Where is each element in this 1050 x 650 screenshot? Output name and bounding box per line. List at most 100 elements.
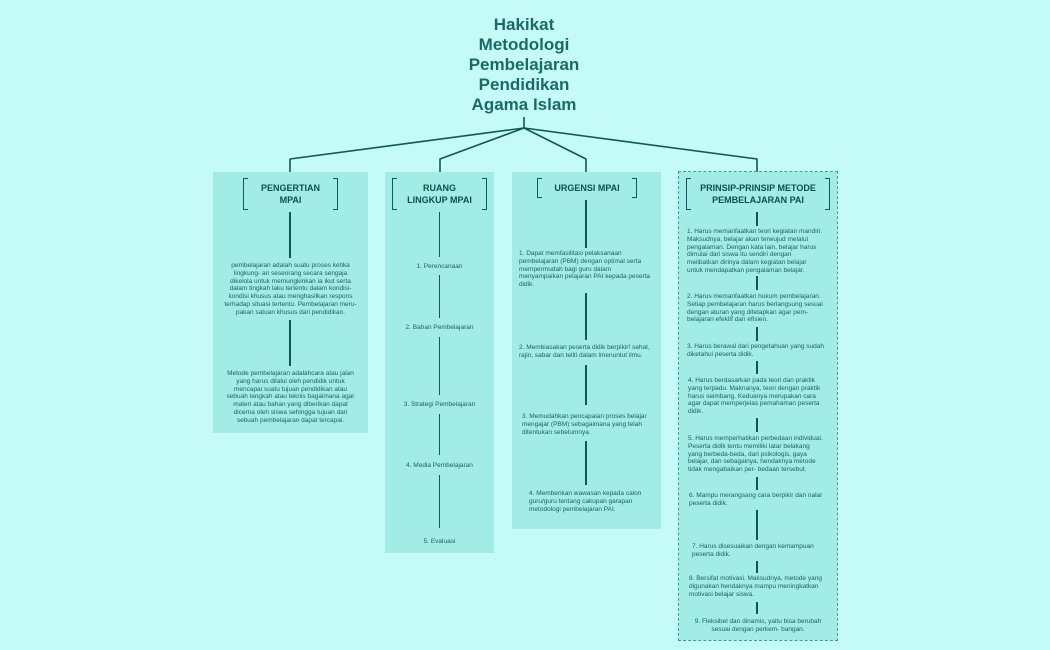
text-line: yang berbeda-beda, dari psikologis, gaya: [688, 450, 807, 458]
text-line: pengalaman. Dengan kata lain, belajar ha…: [687, 243, 817, 251]
text-line: yang terpadu. Maknanya, teori dengan pra…: [688, 384, 821, 392]
text-line: Peserta didik tentu memiliki latar belak…: [688, 442, 810, 450]
text-line: harus seimbang. Keduanya merupakan cara: [688, 392, 816, 400]
text-line: 1. Harus memanfaatkan teori kegiatan man…: [687, 228, 823, 235]
text-line: 3. Harus berawal dari pengetahuan yang s…: [687, 343, 824, 350]
prinsip-item-7: 7. Harus disesuaikan dengan kemampuan pe…: [692, 543, 814, 559]
text-line: dimulai dari siswa itu sendiri dengan: [687, 251, 792, 259]
text-line: dalam tingkah laku tertentu dalam kondis…: [229, 285, 352, 293]
prinsip-item-9: 9. Fleksibel dan dinamis, yaitu bisa ber…: [679, 618, 837, 634]
pengertian-item-2: Metode pembelajaran adalahcara atau jala…: [213, 370, 368, 425]
connector-line: [756, 477, 758, 490]
text-line: sesuai dengan perkem- bangan.: [711, 625, 805, 633]
text-line: menyampaikan pelajaran PAI kepada pesert…: [519, 273, 651, 281]
connector-to-urgensi: [523, 127, 587, 172]
text-line: pembelajaran (PBM) dengan optimal serta: [519, 257, 642, 265]
text-line: Maksudnya, belajar akan terwujud melalui: [687, 235, 809, 243]
text-line: 2. Bahan Pembelajaran: [405, 324, 474, 331]
title-line: Pendidikan: [478, 75, 570, 94]
text-line: guru/guru tentang cakupan garapan: [529, 497, 633, 505]
text-line: yang harus dilalui oleh pendidik untuk: [236, 377, 345, 385]
panel-urgensi-mpai: URGENSI MPAI 1. Dapat memfasilitasi pela…: [512, 172, 661, 529]
urgensi-item-1: 1. Dapat memfasilitasi pelaksanaan pembe…: [519, 250, 650, 289]
text-line: 1. Dapat memfasilitasi pelaksanaan: [519, 250, 622, 257]
text-line: materi atau bahan yang diberikan dapat: [233, 401, 348, 409]
prinsip-item-4: 4. Harus berdasarkan pada teori dan prak…: [688, 377, 820, 416]
panel-pengertian-mpai: PENGERTIAN MPAI pembelajaran adalah suat…: [213, 172, 368, 433]
text-line: melibatkan dirinya dalam kegiatan belaja…: [687, 259, 807, 267]
ruang-lingkup-item-4: 4. Media Pembelajaran: [385, 462, 494, 470]
text-line: lingkung- an seseorang secara sengaja: [233, 269, 348, 277]
connector-line: [438, 475, 441, 528]
title-line: Hakikat: [493, 15, 555, 34]
text-line: 4. Harus berdasarkan pada teori dan prak…: [688, 377, 815, 384]
text-line: 3. Memudahkan pencapaian proses belajar: [522, 413, 647, 420]
text-line: 2. Membiasakan peserta didik berpikir! s…: [519, 344, 650, 351]
text-line: peserta didik.: [692, 550, 731, 558]
ruang-lingkup-item-2: 2. Bahan Pembelajaran: [385, 324, 494, 332]
text-line: 2. Harus memanfaatkan hukum pembelajaran…: [687, 293, 821, 300]
panel-heading-line: URGENSI MPAI: [554, 183, 620, 193]
panel-heading-line: PENGERTIAN: [260, 183, 320, 193]
text-line: sebuah langkah atau teknis bagaimana aga…: [226, 393, 355, 401]
panel-heading: PENGERTIAN MPAI: [243, 182, 338, 206]
panel-heading: PRINSIP-PRINSIP METODE PEMBELAJARAN PAI: [686, 182, 830, 206]
connector-line: [438, 212, 441, 257]
connector-line: [756, 327, 758, 341]
text-line: 8. Bersifat motivasi. Maksudnya, metode …: [689, 575, 822, 582]
connector-line: [289, 320, 291, 366]
panel-ruang-lingkup-mpai: RUANG LINGKUP MPAI 1. Perencanaan 2. Bah…: [385, 172, 494, 553]
connector-line: [756, 361, 758, 374]
text-line: ditentukan sebelumnya.: [522, 428, 591, 436]
text-line: untuk mendapatkan pengalaman belajar.: [687, 266, 805, 274]
text-line: kondisi khusus atau menghasilkan respons: [228, 293, 353, 301]
text-line: pakan satuan khusus dari pendidikan.: [235, 308, 346, 316]
heading-bracket: [686, 178, 830, 210]
text-line: 5. Harus memperhatikan perbedaan individ…: [688, 435, 823, 442]
text-line: dikelola untuk memungkinkan ia ikut sert…: [230, 277, 351, 285]
connector-line: [585, 365, 587, 405]
text-line: dengan aturan yang ditetapkan agar pem-: [687, 308, 809, 316]
panel-heading: RUANG LINGKUP MPAI: [392, 182, 487, 206]
text-line: belajar, dan sebagainya, hendaknya metod…: [688, 458, 816, 466]
connector-line: [756, 510, 758, 540]
text-line: tidak mengabaikan per- bedaan tersebut.: [688, 466, 807, 474]
connector-line: [756, 276, 758, 290]
connector-line: [756, 212, 758, 226]
text-line: 4. Memberikan wawasan kepada calon: [529, 490, 642, 497]
title-line: Agama Islam: [471, 95, 577, 114]
text-line: 3. Strategi Pembelajaran: [403, 401, 476, 408]
ruang-lingkup-item-1: 1. Perencanaan: [385, 263, 494, 271]
text-line: dicerna oleh siswa sehingga tujuan dari: [233, 408, 348, 416]
connector-line: [756, 418, 758, 432]
connector-line: [438, 275, 441, 318]
text-line: diketahui peserta didik.: [687, 350, 754, 358]
text-line: 5. Evaluasi: [423, 538, 456, 545]
title-line: Metodologi: [478, 35, 570, 54]
text-line: metodologi pembelajaran PAI.: [529, 505, 616, 513]
connector-line: [438, 414, 441, 455]
text-line: rajin, sabar dan teliti dalam lmenuntut …: [519, 351, 643, 359]
prinsip-item-3: 3. Harus berawal dari pengetahuan yang s…: [687, 343, 824, 359]
text-line: 6. Mampu merangsang cara berpikir dan na…: [689, 492, 823, 499]
text-line: 7. Harus disesuaikan dengan kemampuan: [692, 543, 814, 550]
heading-bracket: [392, 178, 487, 210]
text-line: didik.: [519, 281, 535, 289]
text-line: 9. Fleksibel dan dinamis, yaitu bisa ber…: [694, 618, 822, 625]
text-line: 1. Perencanaan: [416, 263, 463, 270]
text-line: motivasi belajar siswa.: [689, 590, 755, 598]
connector-to-pengertian: [289, 127, 525, 172]
ruang-lingkup-item-5: 5. Evaluasi: [385, 538, 494, 546]
panel-heading-line: PEMBELAJARAN PAI: [712, 195, 804, 205]
pengertian-item-1: pembelajaran adalah suatu proses ketika …: [213, 262, 368, 317]
connector-line: [585, 200, 587, 248]
text-line: mencapai suatu tujuan pendidikan atau: [233, 385, 348, 393]
text-line: terhadap situasi tertentu. Pembelajaran …: [224, 300, 357, 308]
text-line: peserta didik.: [689, 499, 728, 507]
prinsip-item-8: 8. Bersifat motivasi. Maksudnya, metode …: [689, 575, 822, 598]
panel-heading-line: RUANG: [423, 183, 456, 193]
panel-heading-line: MPAI: [279, 195, 302, 205]
text-line: mempermudah bagi guru dalam: [519, 265, 612, 273]
diagram-title: Hakikat Metodologi Pembelajaran Pendidik…: [404, 15, 644, 115]
